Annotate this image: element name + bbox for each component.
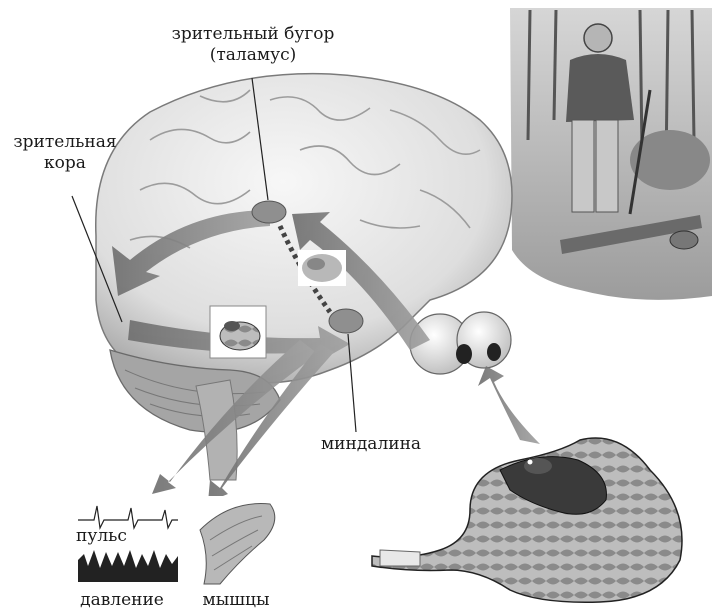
visual-cortex-label-line1: зрительная (2, 132, 128, 153)
visual-cortex-label: зрительная кора (2, 132, 128, 174)
thalamus-label: зрительный бугор (таламус) (146, 24, 360, 66)
pressure-label: давление (62, 590, 182, 611)
snake-image-inset (210, 306, 266, 358)
forest-scene-illustration (510, 8, 712, 300)
muscles-label: мышцы (186, 590, 286, 611)
amygdala-node (329, 309, 363, 333)
thalamus-node (252, 201, 286, 223)
thalamus-label-line2: (таламус) (146, 45, 360, 66)
rattlesnake-illustration (372, 438, 682, 602)
pulse-label: пульс (76, 526, 166, 547)
blurry-snake-image (298, 250, 346, 286)
eyes-illustration (410, 312, 511, 374)
muscles-panel (192, 496, 290, 584)
thalamus-label-line1: зрительный бугор (146, 24, 360, 45)
amygdala-label: миндалина (296, 434, 446, 455)
visual-cortex-label-line2: кора (2, 153, 128, 174)
